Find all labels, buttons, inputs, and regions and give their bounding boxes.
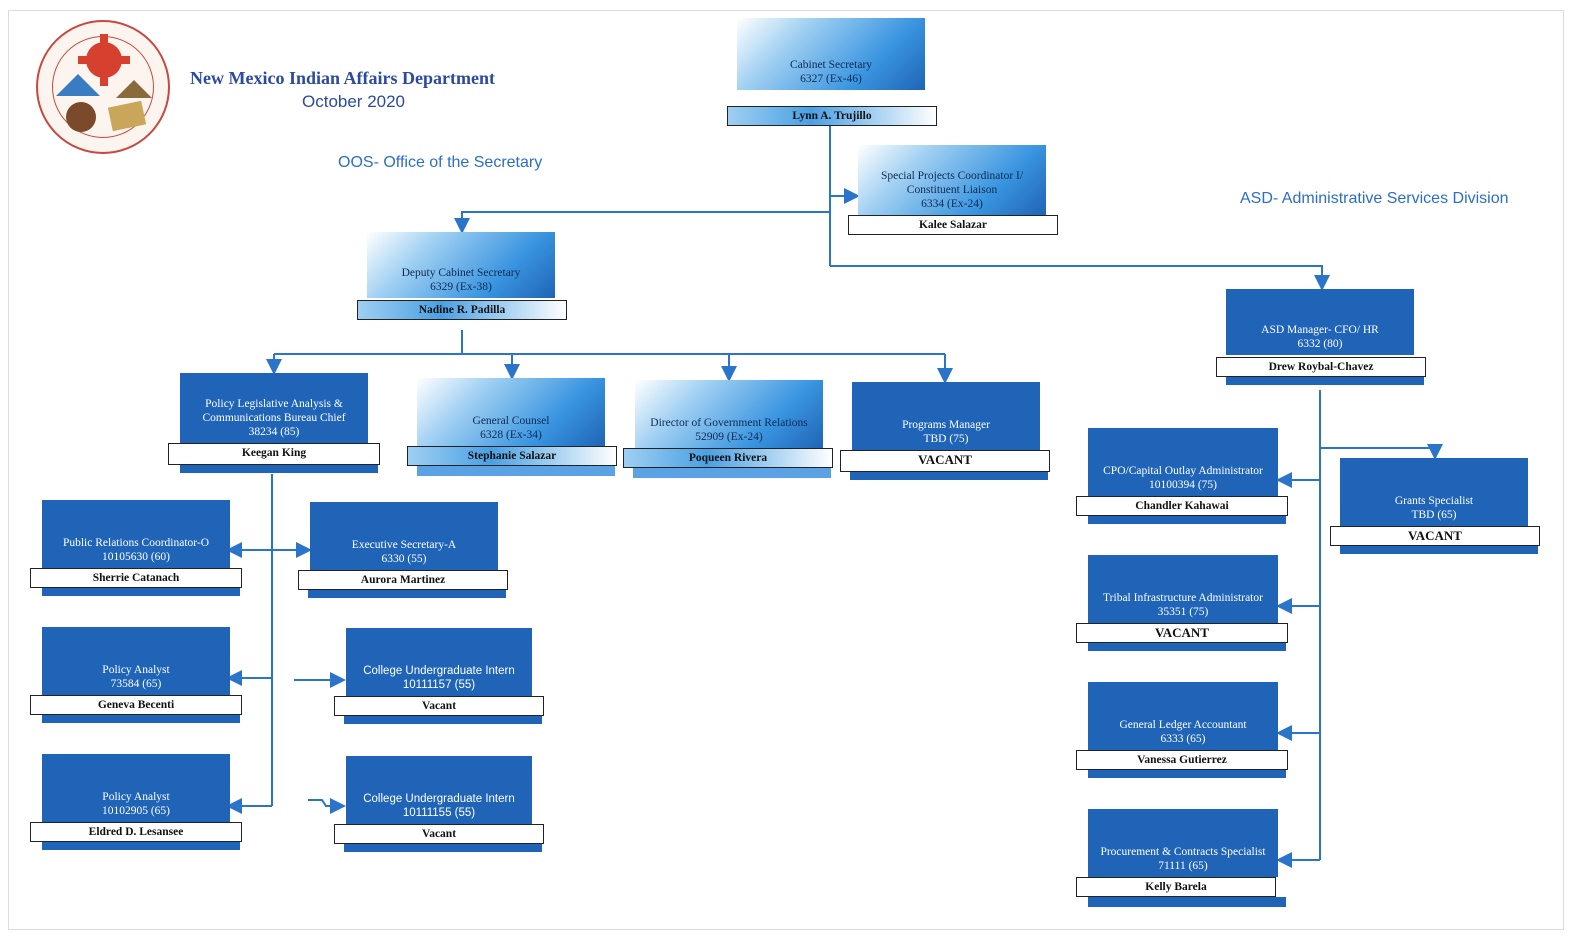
position-title: Cabinet Secretary — [789, 59, 873, 71]
org-box-public-relations: Public Relations Coordinator-O 10105630 … — [30, 500, 242, 598]
org-box-deputy-secretary: Deputy Cabinet Secretary 6329 (Ex-38) Na… — [357, 232, 567, 330]
position-title: Public Relations Coordinator-O — [62, 537, 210, 549]
position-holder-name: VACANT — [840, 450, 1050, 472]
position-holder-name: Geneva Becenti — [30, 695, 242, 715]
position-title: Policy Analyst — [102, 664, 170, 676]
position-number: TBD (75) — [923, 433, 969, 445]
org-box-intern-1: College Undergraduate Intern 10111157 (5… — [334, 628, 544, 726]
position-title: Policy Analyst — [102, 791, 170, 803]
position-title: Grants Specialist — [1394, 495, 1474, 507]
state-seal-logo — [36, 20, 170, 154]
position-title: Programs Manager — [902, 419, 990, 431]
position-title-line-2: Constituent Liaison — [906, 184, 998, 196]
position-holder-name: Vacant — [334, 696, 544, 716]
position-number: 6333 (65) — [1160, 733, 1206, 745]
position-holder-name: Lynn A. Trujillo — [727, 106, 937, 126]
chart-date: October 2020 — [302, 92, 406, 111]
section-label-oos: OOS- Office of the Secretary — [338, 154, 543, 171]
org-box-procurement: Procurement & Contracts Specialist 71111… — [1076, 809, 1288, 911]
position-number: 73584 (65) — [110, 678, 162, 690]
position-number: 6332 (80) — [1297, 338, 1343, 350]
position-title: College Undergraduate Intern — [363, 665, 515, 677]
org-box-policy-bureau-chief: Policy Legislative Analysis & Communicat… — [168, 373, 380, 473]
position-holder-name: Poqueen Rivera — [623, 448, 833, 468]
connector-to-deputy — [454, 211, 830, 234]
position-title: College Undergraduate Intern — [363, 793, 515, 805]
position-holder-name: Vacant — [334, 824, 544, 844]
connector-to-asd-manager — [830, 265, 1330, 291]
org-box-cpo-administrator: CPO/Capital Outlay Administrator 1010039… — [1076, 428, 1288, 528]
position-number: 6328 (Ex-34) — [480, 429, 542, 441]
position-holder-name: Drew Roybal-Chavez — [1216, 357, 1426, 377]
org-box-special-projects: Special Projects Coordinator I/ Constitu… — [848, 145, 1058, 249]
position-holder-name: Kelly Barela — [1076, 877, 1276, 897]
org-box-grants-specialist: Grants Specialist TBD (65) VACANT — [1330, 458, 1540, 558]
position-number: 71111 (65) — [1158, 860, 1208, 872]
org-box-asd-manager: ASD Manager- CFO/ HR 6332 (80) Drew Royb… — [1216, 289, 1426, 389]
org-box-policy-analyst-2: Policy Analyst 10102905 (65) Eldred D. L… — [30, 754, 242, 852]
position-holder-name: Chandler Kahawai — [1076, 496, 1288, 516]
org-box-policy-analyst-1: Policy Analyst 73584 (65) Geneva Becenti — [30, 627, 242, 725]
position-title-line-2: Communications Bureau Chief — [202, 412, 346, 424]
position-title: Tribal Infrastructure Administrator — [1103, 592, 1263, 604]
position-number: 10102905 (65) — [101, 805, 171, 817]
position-holder-name: Sherrie Catanach — [30, 568, 242, 588]
position-number: 6330 (55) — [381, 553, 427, 565]
position-holder-name: Stephanie Salazar — [407, 446, 617, 466]
org-box-executive-secretary: Executive Secretary-A 6330 (55) Aurora M… — [298, 502, 508, 600]
position-holder-name: Vanessa Gutierrez — [1076, 750, 1288, 770]
org-box-programs-manager: Programs Manager TBD (75) VACANT — [840, 382, 1050, 482]
position-holder-name: Eldred D. Lesansee — [30, 822, 242, 842]
position-title: Procurement & Contracts Specialist — [1100, 846, 1266, 858]
org-box-general-counsel: General Counsel 6328 (Ex-34) Stephanie S… — [407, 378, 617, 480]
connector-to-grants — [1320, 444, 1443, 460]
position-number: 10111157 (55) — [402, 679, 476, 691]
position-number: 6327 (Ex-46) — [800, 73, 862, 85]
org-box-cabinet-secretary: Cabinet Secretary 6327 (Ex-46) Lynn A. T… — [727, 18, 937, 126]
section-label-asd: ASD- Administrative Services Division — [1240, 190, 1509, 207]
position-title: General Ledger Accountant — [1119, 719, 1247, 731]
position-number: 52909 (Ex-24) — [695, 431, 763, 443]
position-title: CPO/Capital Outlay Administrator — [1103, 465, 1263, 477]
position-title: Policy Legislative Analysis & — [205, 398, 343, 410]
position-number: 6329 (Ex-38) — [430, 281, 492, 293]
position-holder-name: Aurora Martinez — [298, 570, 508, 590]
org-box-intern-2: College Undergraduate Intern 10111155 (5… — [334, 756, 544, 854]
position-number: 35351 (75) — [1157, 606, 1209, 618]
position-number: 10100394 (75) — [1148, 479, 1218, 491]
position-number: 6334 (Ex-24) — [921, 198, 983, 210]
department-title: New Mexico Indian Affairs Department — [190, 68, 495, 88]
position-number: 10105630 (60) — [101, 551, 171, 563]
position-title: Executive Secretary-A — [351, 539, 457, 551]
zia-sun-icon — [78, 34, 130, 86]
position-title: Deputy Cabinet Secretary — [401, 267, 521, 279]
position-title: ASD Manager- CFO/ HR — [1261, 324, 1379, 336]
position-number: 38234 (85) — [248, 426, 300, 438]
position-number: TBD (65) — [1411, 509, 1457, 521]
position-number: 10111155 (55) — [402, 807, 476, 819]
position-holder-name: VACANT — [1330, 526, 1540, 546]
pottery-icon — [66, 102, 96, 132]
connector-to-intern-2 — [308, 798, 346, 814]
position-holder-name: Nadine R. Padilla — [357, 300, 567, 320]
position-holder-name: Kalee Salazar — [848, 215, 1058, 235]
position-title: General Counsel — [472, 415, 550, 427]
org-box-ledger-accountant: General Ledger Accountant 6333 (65) Vane… — [1076, 682, 1288, 782]
page-border — [8, 10, 1564, 930]
org-box-director-gov-relations: Director of Government Relations 52909 (… — [623, 380, 833, 480]
position-title: Special Projects Coordinator I/ — [880, 170, 1024, 182]
org-box-tribal-infrastructure: Tribal Infrastructure Administrator 3535… — [1076, 555, 1288, 655]
position-holder-name: Keegan King — [168, 443, 380, 465]
position-holder-name: VACANT — [1076, 623, 1288, 643]
position-title: Director of Government Relations — [650, 417, 808, 429]
